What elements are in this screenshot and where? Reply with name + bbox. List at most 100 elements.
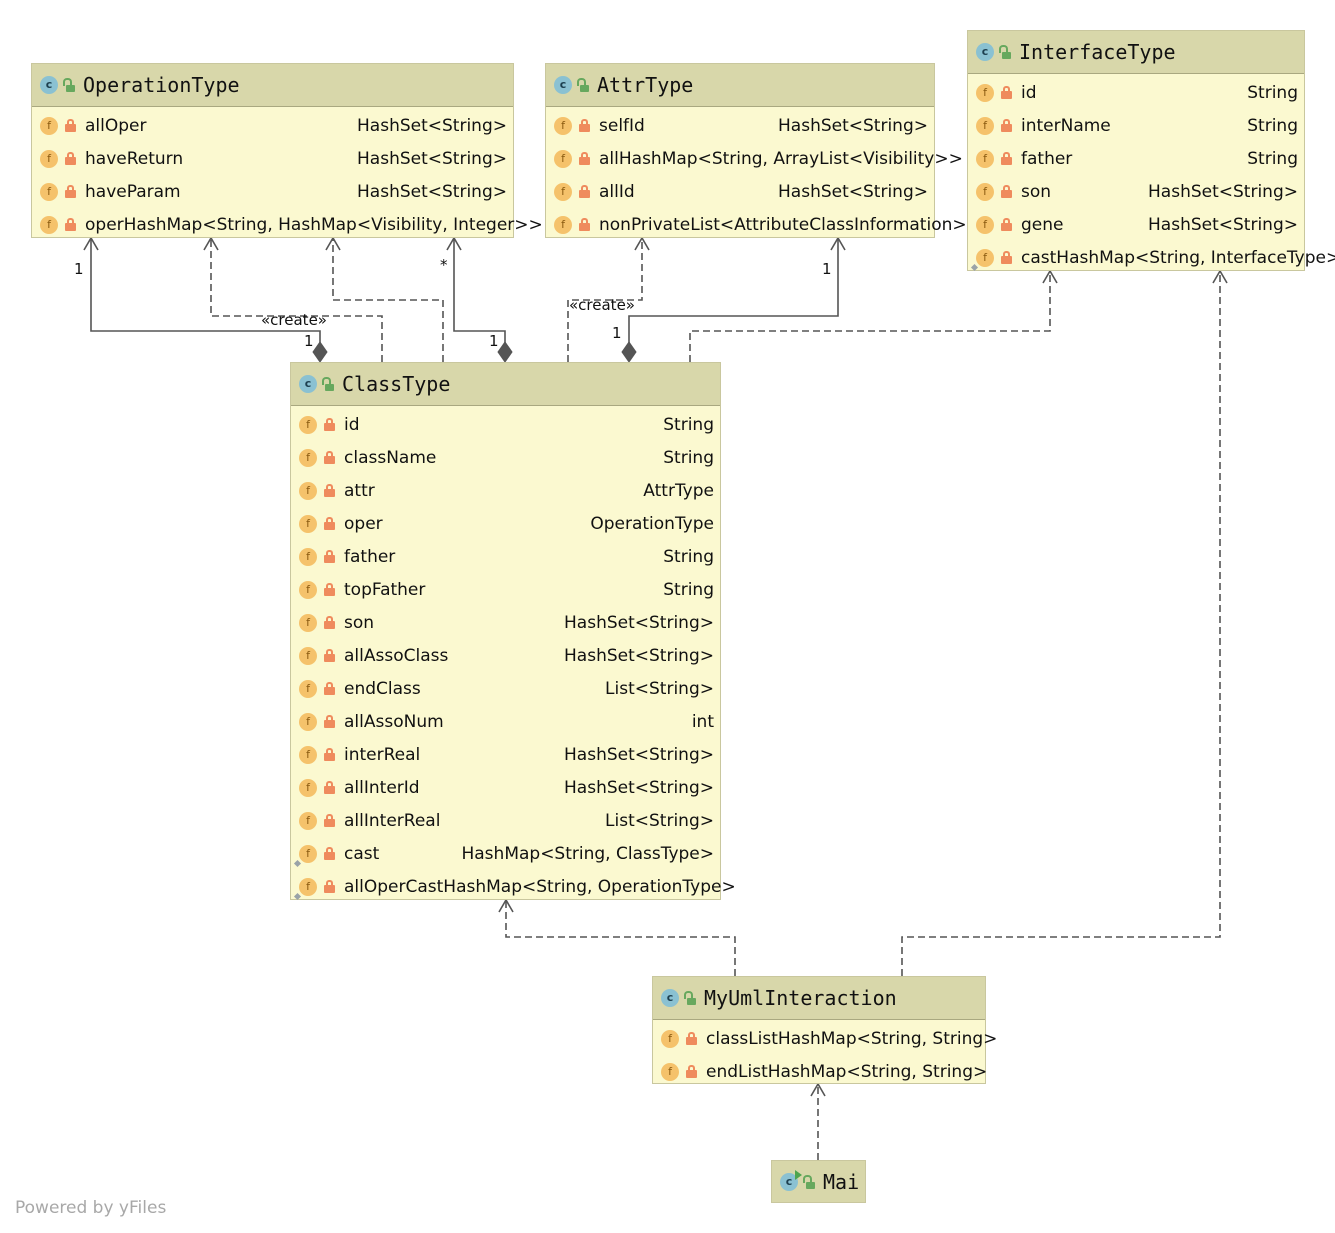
- field-icon: f: [299, 778, 317, 797]
- field-name: nonPrivate: [599, 214, 691, 235]
- field-type: HashMap<String, HashMap<Visibility, Inte…: [123, 214, 543, 235]
- run-icon: [795, 1170, 802, 1180]
- field-name: allInterId: [344, 777, 420, 798]
- field-icon: f: [299, 580, 317, 599]
- field-name: allId: [599, 181, 635, 202]
- field-name: cast: [344, 843, 380, 864]
- lock-icon: [1001, 86, 1012, 99]
- multiplicity-label: *: [440, 256, 448, 274]
- field-name: haveReturn: [85, 148, 184, 169]
- field-icon: f: [554, 116, 572, 135]
- edge-classtype-allopercast-operationtype: [453, 238, 506, 344]
- field-name: classList: [706, 1028, 778, 1049]
- field-type: String: [1247, 82, 1298, 103]
- class-main[interactable]: c Mai: [771, 1160, 866, 1203]
- field-name: id: [344, 414, 360, 435]
- field-icon: f: [976, 182, 994, 201]
- lock-icon: [324, 649, 335, 662]
- field-icon: f: [554, 215, 572, 234]
- field-name: cast: [1021, 247, 1057, 268]
- field-icon: f: [40, 182, 58, 201]
- multiplicity-label: 1: [612, 324, 622, 342]
- arrowhead: [83, 236, 99, 251]
- unlock-icon: [322, 376, 335, 392]
- field-name: allAssoClass: [344, 645, 449, 666]
- edge-classtype-attr-attrtype: [628, 238, 839, 344]
- unlock-icon: [63, 77, 76, 93]
- arrowhead: [325, 236, 341, 251]
- arrowhead: [810, 1082, 826, 1097]
- arrowhead: [446, 236, 462, 251]
- lock-icon: [65, 152, 76, 165]
- multiplicity-label: 1: [822, 260, 832, 278]
- class-icon: c: [40, 76, 58, 94]
- edge-dep-interaction-classtype: [505, 900, 736, 976]
- class-icon: c: [299, 375, 317, 393]
- field-icon: f: [976, 116, 994, 135]
- lock-icon: [324, 616, 335, 629]
- field-name: attr: [344, 480, 375, 501]
- class-name: OperationType: [83, 73, 240, 97]
- field-icon: f: [554, 149, 572, 168]
- create-label-operationtype: «create»: [261, 311, 327, 329]
- lock-icon: [324, 781, 335, 794]
- field-type: HashSet<String>: [564, 612, 714, 633]
- class-icon: c: [976, 43, 994, 61]
- lock-icon: [1001, 152, 1012, 165]
- class-icon: c: [780, 1170, 802, 1191]
- field-type: String: [663, 447, 714, 468]
- composition-diamond: [312, 341, 328, 363]
- field-icon: f: [976, 248, 994, 267]
- lock-icon: [1001, 185, 1012, 198]
- field-type: HashMap<String, ArrayList<Visibility>>: [618, 148, 963, 169]
- field-icon: f: [40, 215, 58, 234]
- field-name: gene: [1021, 214, 1064, 235]
- lock-icon: [65, 119, 76, 132]
- field-name: allAssoNum: [344, 711, 444, 732]
- field-name: interReal: [344, 744, 421, 765]
- field-type: HashSet<String>: [564, 744, 714, 765]
- field-type: HashMap<String, String>: [767, 1061, 988, 1082]
- class-name: Mai: [823, 1170, 860, 1194]
- field-icon: f: [554, 182, 572, 201]
